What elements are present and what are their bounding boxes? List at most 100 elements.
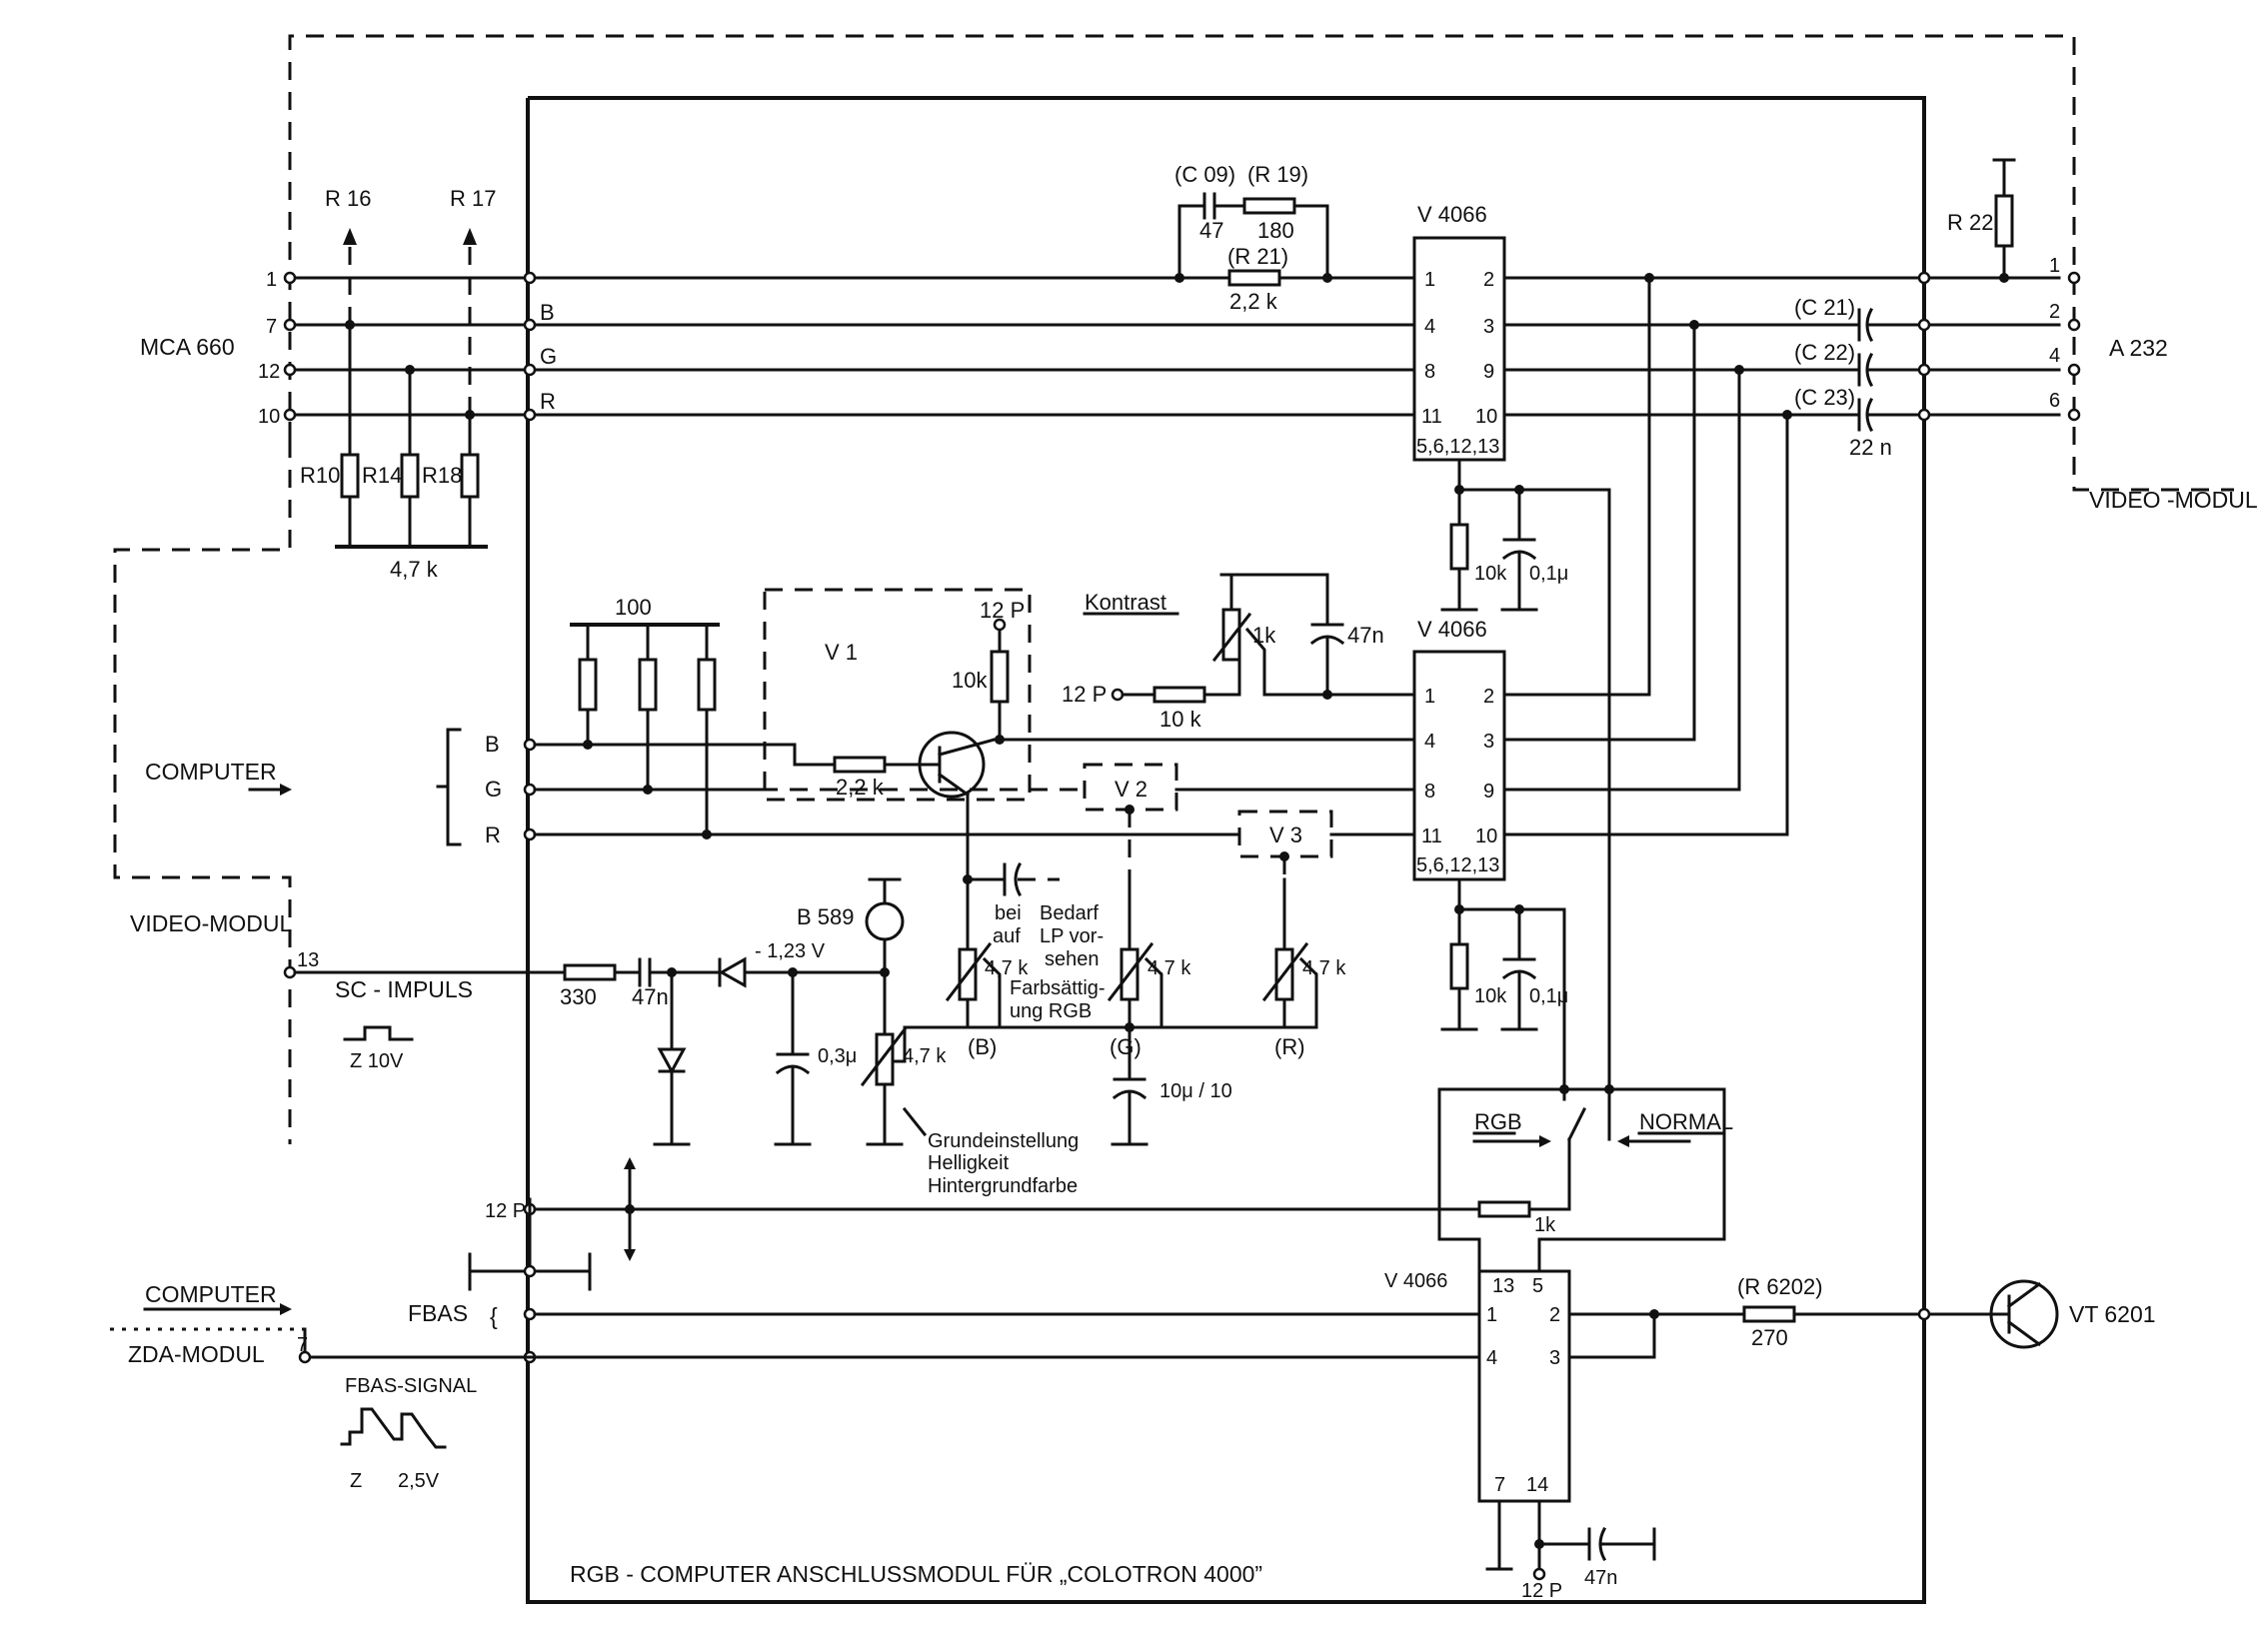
ic2-label: V 4066 <box>1417 617 1487 642</box>
rgb-label: RGB <box>1474 1109 1522 1134</box>
vt6201-transistor <box>1987 1279 2059 1349</box>
ic1-pin-l4: 11 <box>1421 406 1442 428</box>
mca-label: MCA 660 <box>140 334 235 360</box>
v1-label: V 1 <box>825 640 858 665</box>
c09-r19-r21-network <box>1174 192 1332 287</box>
kontrast-pot: 1k <box>1252 623 1276 648</box>
r17-label: R 17 <box>450 186 496 211</box>
ic2-pin-l2: 4 <box>1424 731 1435 753</box>
pulldown-resistors <box>335 323 488 549</box>
ic2-pin-r2: 3 <box>1483 731 1494 753</box>
ic3-pin-2: 2 <box>1549 1304 1560 1326</box>
c10-label: 10μ / 10 <box>1159 1080 1232 1102</box>
ic1-v4066 <box>1412 236 1926 1091</box>
video-modul-right: VIDEO -MODUL <box>2089 487 2258 513</box>
bgr-brace <box>436 728 462 846</box>
farb-label-2: ung RGB <box>1010 1000 1092 1022</box>
bus-label-g: G <box>540 344 557 369</box>
mca-pin-1: 1 <box>266 269 277 291</box>
v1-10k: 10k <box>952 668 988 693</box>
fbas-signal-label: FBAS-SIGNAL <box>345 1375 477 1397</box>
r6202-value: 270 <box>1751 1325 1788 1350</box>
ic3-pin-5: 5 <box>1532 1275 1543 1297</box>
r21-value: 2,2 k <box>1229 289 1278 314</box>
fbas-wave-v: 2,5V <box>398 1470 440 1492</box>
diagram-caption: RGB - COMPUTER ANSCHLUSSMODUL FÜR „COLOT… <box>570 1561 1262 1587</box>
r1k-label: 1k <box>1534 1214 1556 1236</box>
sc-chain <box>283 877 908 1146</box>
ic2-v4066 <box>1412 276 1789 1091</box>
pin-7: 7 <box>297 1334 308 1356</box>
r100-label: 100 <box>615 595 652 620</box>
c21-label: (C 21) <box>1794 295 1855 320</box>
ic2-pin-r4: 10 <box>1475 826 1497 847</box>
ic2-c01: 0,1μ <box>1529 985 1568 1007</box>
a232-pin-4: 4 <box>2049 345 2060 367</box>
mca-pin-12: 12 <box>258 361 280 383</box>
fbas-waveform <box>340 1407 447 1449</box>
p12-label: 12 P <box>485 1200 526 1222</box>
ic1-label: V 4066 <box>1417 202 1487 227</box>
saturation-network <box>903 861 1318 1146</box>
c22-label: (C 22) <box>1794 340 1855 365</box>
r19-label: (R 19) <box>1247 162 1308 187</box>
input-label-b: B <box>485 732 500 757</box>
pulldown-value: 4,7 k <box>390 557 439 582</box>
ic1-pin-r4: 10 <box>1475 406 1497 428</box>
note-sehen: sehen <box>1045 948 1100 970</box>
mca-bus <box>283 271 1926 422</box>
c23-label: (C 23) <box>1794 385 1855 410</box>
kontrast-label: Kontrast <box>1085 590 1166 615</box>
ic3-label: V 4066 <box>1384 1270 1447 1292</box>
pot-g-value: 4,7 k <box>1147 957 1191 979</box>
c09-label: (C 09) <box>1174 162 1235 187</box>
a232-label: A 232 <box>2109 335 2168 361</box>
zda-modul-label: ZDA-MODUL <box>128 1341 265 1367</box>
input-label-r: R <box>485 823 501 847</box>
ic1-pin-l3: 8 <box>1424 361 1435 383</box>
bottom-47n: 47n <box>1584 1567 1617 1589</box>
ic1-pin-l1: 1 <box>1424 269 1435 291</box>
pot-g-label: (G) <box>1110 1034 1141 1059</box>
ic3-pin-14: 14 <box>1526 1474 1548 1496</box>
bus-label-r: R <box>540 389 556 414</box>
b589-label: B 589 <box>797 904 855 929</box>
ic2-pin-l1: 1 <box>1424 686 1435 708</box>
r21-label: (R 21) <box>1227 244 1288 269</box>
pot-r-value: 4,7 k <box>1302 957 1346 979</box>
computer-top-label: COMPUTER <box>145 759 277 785</box>
a232-pin-1: 1 <box>2049 255 2060 277</box>
kontrast-12p: 12 P <box>1062 682 1107 707</box>
note-bedarf: Bedarf <box>1040 902 1099 924</box>
grund-3: Hintergrundfarbe <box>928 1175 1078 1197</box>
ic1-pin-r1: 2 <box>1483 269 1494 291</box>
kontrast-cap: 47n <box>1347 623 1384 648</box>
note-auf: auf <box>993 925 1021 947</box>
ic1-pin-bottom: 5,6,12,13 <box>1416 436 1499 458</box>
vt6201-label: VT 6201 <box>2069 1301 2156 1327</box>
mca-pin-10: 10 <box>258 406 280 428</box>
c-value: 22 n <box>1849 435 1892 460</box>
output-caps <box>1837 158 2081 433</box>
fbas-label: FBAS <box>408 1300 468 1326</box>
r330-label: 330 <box>560 984 597 1009</box>
ic1-pin-r2: 3 <box>1483 316 1494 338</box>
ic3-pin-3: 3 <box>1549 1347 1560 1369</box>
kontrast-network <box>1111 573 1416 704</box>
ic3-pin-1: 1 <box>1486 1304 1497 1326</box>
v1-12p: 12 P <box>980 598 1025 623</box>
input-label-g: G <box>485 777 502 802</box>
c03-label: 0,3μ <box>818 1045 857 1067</box>
v1-22k: 2,2 k <box>836 775 885 800</box>
fbas-brace: { <box>490 1303 498 1329</box>
sc-wave-label: Z 10V <box>350 1050 404 1072</box>
computer-arrow <box>280 784 292 796</box>
a232-pin-6: 6 <box>2049 390 2060 412</box>
bus-label-b: B <box>540 300 555 325</box>
a232-pin-2: 2 <box>2049 301 2060 323</box>
grund-leader <box>902 1106 928 1137</box>
module-boundary-left <box>113 440 292 1144</box>
r14-label: R14 <box>362 463 402 488</box>
ic2-pin-l4: 11 <box>1421 826 1442 847</box>
